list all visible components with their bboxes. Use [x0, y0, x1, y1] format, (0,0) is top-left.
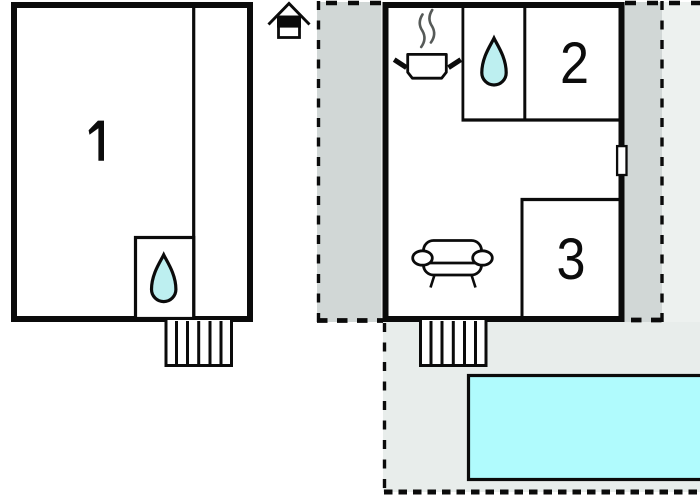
svg-text:3: 3: [556, 226, 585, 291]
svg-text:2: 2: [560, 30, 589, 95]
